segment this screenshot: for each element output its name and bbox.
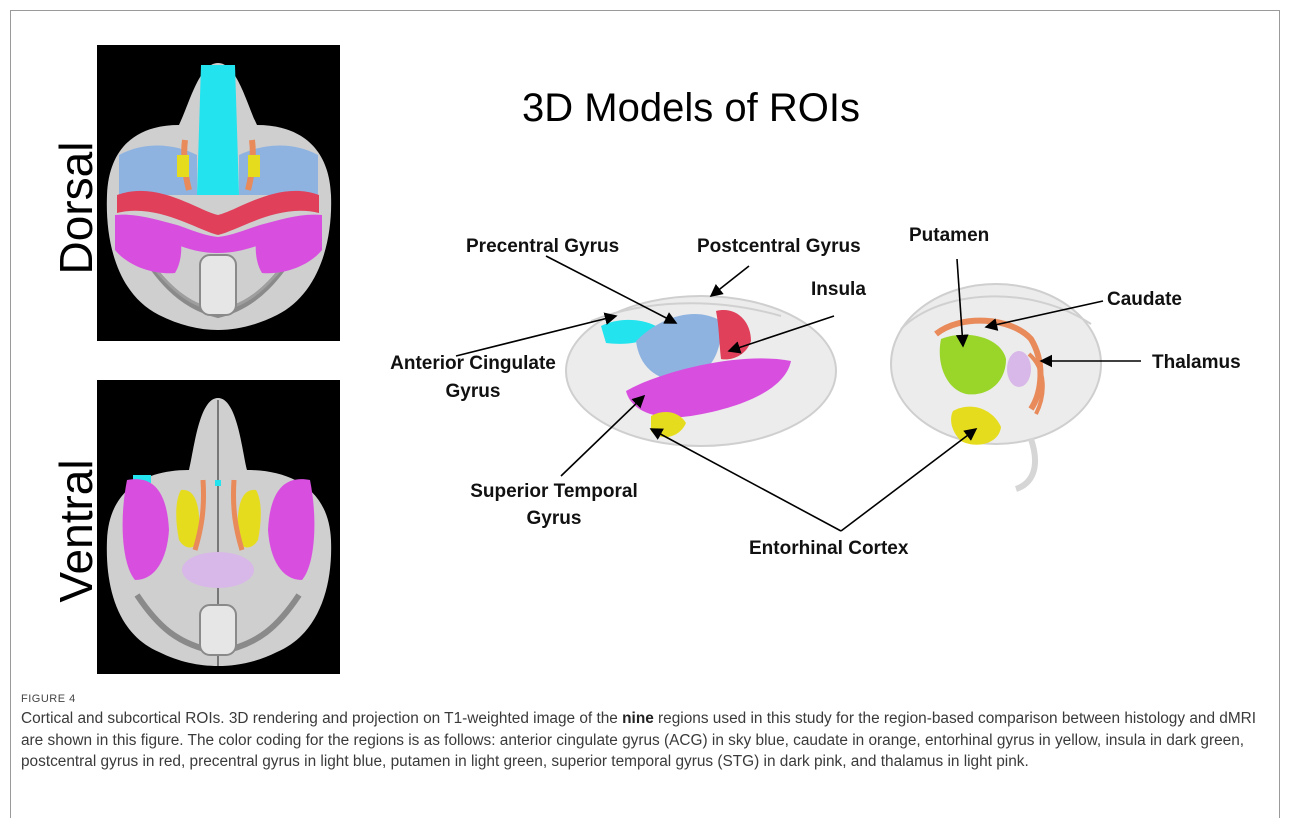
label-anterior-cingulate-line2: Gyrus (378, 381, 568, 403)
figure-number: FIGURE 4 (21, 693, 76, 705)
label-superior-temporal-line1: Superior Temporal (454, 481, 654, 503)
label-insula: Insula (811, 279, 866, 301)
caption-bold-word: nine (622, 710, 654, 727)
label-caudate: Caudate (1107, 289, 1182, 311)
label-precentral-gyrus: Precentral Gyrus (466, 236, 619, 258)
label-postcentral-gyrus: Postcentral Gyrus (697, 236, 861, 258)
label-anterior-cingulate-line1: Anterior Cingulate (378, 353, 568, 375)
figure-frame: Dorsal Ventral (10, 10, 1280, 818)
label-putamen: Putamen (909, 225, 989, 247)
caption-part-1: Cortical and subcortical ROIs. 3D render… (21, 710, 622, 727)
figure-caption: Cortical and subcortical ROIs. 3D render… (21, 708, 1276, 773)
arrow-entorhinal-right (841, 429, 976, 531)
arrow-entorhinal-left (651, 429, 841, 531)
arrow-caudate (986, 301, 1103, 327)
arrow-insula (729, 316, 834, 351)
annotation-arrows (11, 11, 1281, 681)
label-superior-temporal-line2: Gyrus (454, 508, 654, 530)
arrow-putamen (957, 259, 963, 346)
label-thalamus: Thalamus (1152, 352, 1241, 374)
arrow-postcentral (711, 266, 749, 296)
figure-image: Dorsal Ventral (11, 11, 1281, 681)
arrow-stg (561, 396, 644, 476)
arrow-precentral (546, 256, 676, 323)
label-entorhinal-cortex: Entorhinal Cortex (749, 538, 908, 560)
arrow-acg (456, 316, 616, 356)
